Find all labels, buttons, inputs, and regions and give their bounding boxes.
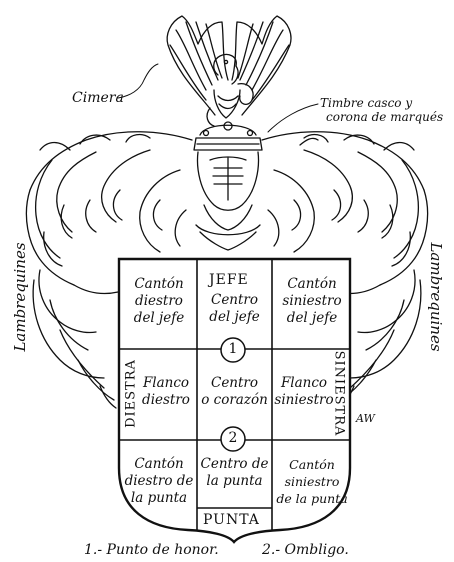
canton-diestro-jefe: Cantón diestro del jefe xyxy=(122,276,196,327)
canton-siniestro-punta: Cantón siniestro de la punta xyxy=(273,456,351,507)
punta-label: PUNTA xyxy=(203,512,260,528)
caption-ombligo: 2.- Ombligo. xyxy=(262,542,349,558)
centro-corazon: Centro o corazón xyxy=(198,375,271,409)
flanco-siniestro: Flanco siniestro xyxy=(274,375,334,409)
canton-siniestro-jefe: Cantón siniestro del jefe xyxy=(274,276,350,327)
artist-signature: AW xyxy=(356,412,375,425)
flanco-diestro: Flanco diestro xyxy=(136,375,196,409)
siniestra-label: SINIESTRA xyxy=(332,349,347,439)
helmet-crown xyxy=(194,122,262,250)
canton-diestro-punta: Cantón diestro de la punta xyxy=(122,456,196,507)
jefe-label: JEFE xyxy=(209,272,249,288)
marker-1: 1 xyxy=(221,341,245,358)
timbre-leader xyxy=(268,104,318,132)
caption-punto-honor: 1.- Punto de honor. xyxy=(84,542,219,558)
marker-2: 2 xyxy=(221,430,245,447)
centro-jefe: Centro del jefe xyxy=(198,292,271,326)
lambrequines-right-label: Lambrequines xyxy=(427,237,445,357)
timbre-label-line1: Timbre casco y xyxy=(320,96,412,110)
cimera-leader xyxy=(118,64,158,98)
lambrequines-left-label: Lambrequines xyxy=(11,237,29,357)
centro-punta: Centro de la punta xyxy=(198,456,271,490)
timbre-label-line2: corona de marqués xyxy=(326,110,443,124)
cimera-label: Cimera xyxy=(72,90,124,106)
eagle-crest xyxy=(167,16,291,126)
